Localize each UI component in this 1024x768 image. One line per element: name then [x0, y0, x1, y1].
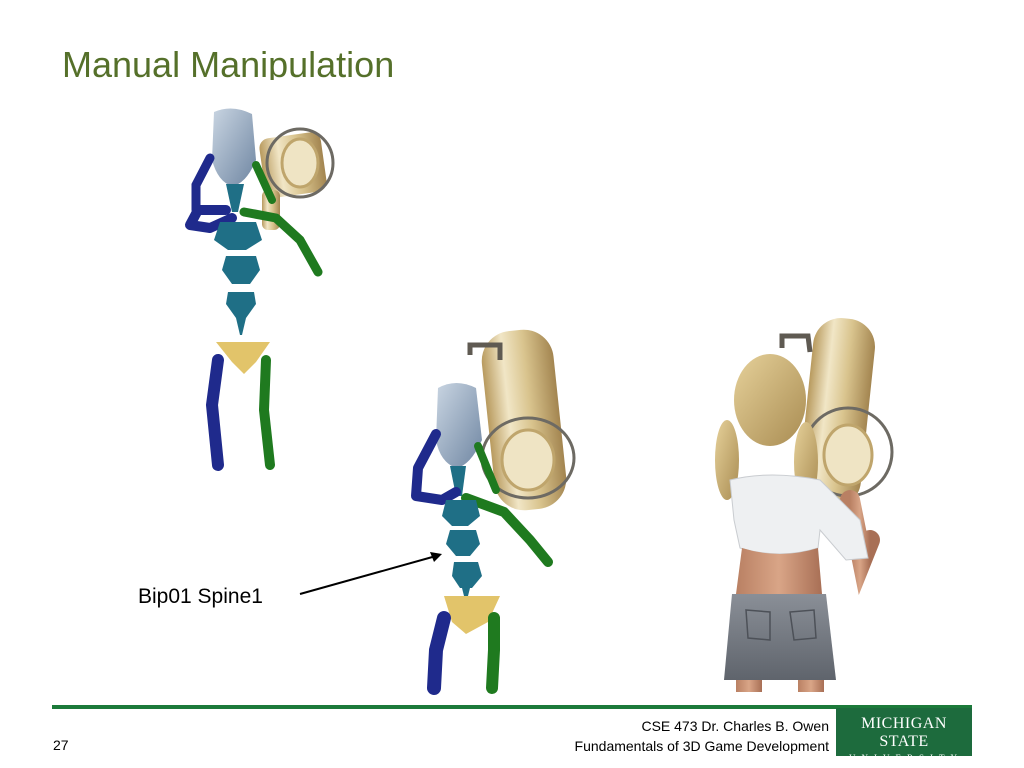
- footer-course-title: Fundamentals of 3D Game Development: [574, 738, 829, 754]
- bone-callout-label: Bip01 Spine1: [138, 585, 263, 608]
- footer-course-line: CSE 473 Dr. Charles B. Owen: [641, 718, 829, 734]
- logo-line-1: MICHIGAN STATE: [861, 715, 947, 750]
- bazooka-2: [467, 329, 576, 511]
- biped-skeleton-2: [411, 329, 576, 695]
- callout-arrow: [299, 552, 442, 595]
- footer-course-info: CSE 473 Dr. Charles B. Owen Fundamentals…: [575, 716, 829, 756]
- biped-skeleton-1: [185, 108, 335, 471]
- slide-number: 27: [53, 737, 69, 753]
- head-2: [436, 383, 482, 468]
- head-1: [212, 108, 256, 186]
- slide-title: Manual Manipulation: [62, 44, 395, 80]
- pelvis-2: [444, 596, 500, 634]
- character-skirt: [724, 594, 836, 680]
- character-hair: [734, 354, 806, 446]
- footer-rule: [52, 705, 972, 709]
- pelvis-1: [216, 342, 270, 374]
- character-model: [715, 318, 894, 692]
- msu-logo: MICHIGAN STATE UNIVERSITY: [836, 708, 972, 763]
- logo-line-2: UNIVERSITY: [849, 753, 963, 763]
